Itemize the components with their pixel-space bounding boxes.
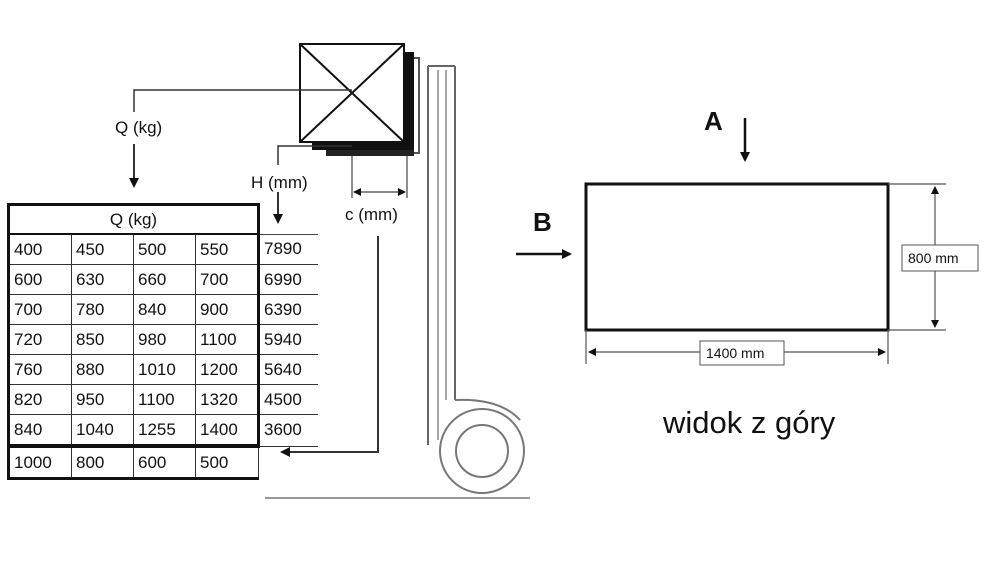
- q-label: Q (kg): [115, 118, 162, 137]
- table-cell: 980: [133, 324, 196, 355]
- table-cell: 500: [133, 233, 196, 265]
- table-row: 700 780 840 900 6390: [7, 294, 318, 325]
- table-row: 600 630 660 700 6990: [7, 264, 318, 295]
- table-cell: 900: [195, 294, 259, 325]
- table-cell-c: 800: [71, 444, 134, 480]
- table-cell-height: 4500: [257, 384, 318, 415]
- h-label: H (mm): [251, 173, 308, 192]
- c-dimension: [351, 156, 408, 198]
- table-cell: 450: [71, 233, 134, 265]
- table-cell: 1040: [71, 414, 134, 447]
- table-cell: 780: [71, 294, 134, 325]
- table-cell: 600: [7, 264, 72, 295]
- top-view-caption: widok z góry: [662, 405, 836, 440]
- table-cell: 880: [71, 354, 134, 385]
- table-cell-c: 600: [133, 444, 196, 480]
- table-cell: 400: [7, 233, 72, 265]
- label-a: A: [704, 106, 723, 136]
- h-leader: [273, 145, 352, 224]
- table-cell: 820: [7, 384, 72, 415]
- table-cell-height: 5940: [257, 324, 318, 355]
- dim-800-box: [901, 244, 979, 272]
- load-box: [299, 43, 414, 156]
- table-cell-height: 5640: [257, 354, 318, 385]
- table-cell: 850: [71, 324, 134, 355]
- q-leader: [129, 89, 352, 188]
- table-row: 820 950 1100 1320 4500: [7, 384, 318, 415]
- dim-1400-label: 1400 mm: [706, 345, 764, 361]
- table-header-spacer: [259, 205, 319, 235]
- table-cell: 1010: [133, 354, 196, 385]
- table-cell: 1255: [133, 414, 196, 447]
- label-b: B: [533, 207, 552, 237]
- table-row: 760 880 1010 1200 5640: [7, 354, 318, 385]
- table-cell: 550: [195, 233, 259, 265]
- table-cell: 630: [71, 264, 134, 295]
- forklift-mast: [406, 57, 456, 445]
- table-cell: 700: [195, 264, 259, 295]
- table-cell-height: 6390: [257, 294, 318, 325]
- table-cell-height: 7890: [257, 233, 318, 265]
- table-row: 720 850 980 1100 5940: [7, 324, 318, 355]
- table-cell: 1400: [195, 414, 259, 447]
- c-leader: [280, 236, 379, 457]
- c-label: c (mm): [345, 205, 398, 224]
- table-cell-height: 3600: [257, 414, 318, 447]
- table-cell-height: 6990: [257, 264, 318, 295]
- table-row: 400 450 500 550 7890: [7, 233, 318, 265]
- table-cell: 1320: [195, 384, 259, 415]
- pallet-top-view: [584, 182, 890, 332]
- table-header-row: Q (kg): [7, 203, 319, 235]
- table-cell: 660: [133, 264, 196, 295]
- table-cell: 720: [7, 324, 72, 355]
- table-row: 840 1040 1255 1400 3600: [7, 414, 318, 447]
- table-cell: 760: [7, 354, 72, 385]
- table-cell-c: 1000: [7, 444, 72, 480]
- table-cell-c: 500: [195, 444, 259, 480]
- table-cell: 700: [7, 294, 72, 325]
- dim-800-label: 800 mm: [908, 250, 959, 266]
- table-cell-spacer: [259, 446, 319, 479]
- top-view: [516, 118, 979, 366]
- table-cell: 840: [7, 414, 72, 447]
- table-cell: 1200: [195, 354, 259, 385]
- forklift-wheel: [265, 398, 530, 499]
- table-cell: 840: [133, 294, 196, 325]
- table-row-c: 1000 800 600 500: [7, 444, 319, 480]
- table-cell: 1100: [195, 324, 259, 355]
- load-capacity-table: Q (kg) 400 450 500 550 7890 600 630 660 …: [7, 203, 318, 480]
- table-header-q: Q (kg): [7, 203, 260, 235]
- table-cell: 950: [71, 384, 134, 415]
- dim-1400-box: [699, 340, 785, 366]
- table-cell: 1100: [133, 384, 196, 415]
